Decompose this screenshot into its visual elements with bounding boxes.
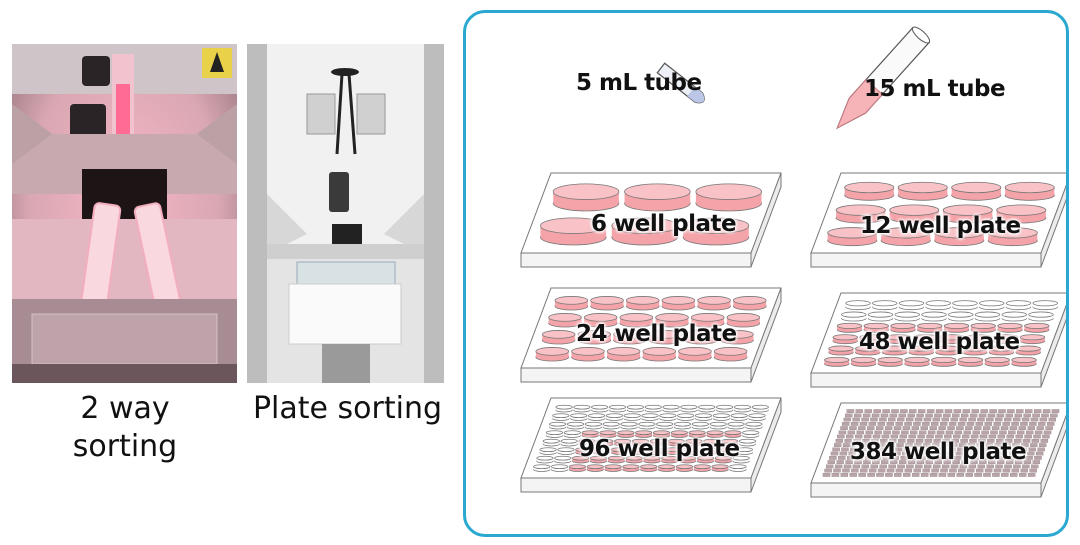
- plate-24-drawing: [520, 287, 782, 383]
- two-way-sorting-photo: [12, 44, 237, 383]
- plate-6-label: 6 well plate: [591, 211, 737, 237]
- sample-format-panel: 5 mL tube 15 mL tube 6 well plate 12 wel…: [463, 10, 1069, 537]
- plate-12-drawing: [810, 172, 1066, 268]
- plate-384-label: 384 well plate: [850, 439, 1027, 465]
- tube-15ml-label: 15 mL tube: [864, 76, 1006, 102]
- sample-format-drawing: [520, 26, 1066, 498]
- tube-5ml-label: 5 mL tube: [576, 70, 702, 96]
- plate-384-drawing: [810, 402, 1066, 498]
- tube-15ml-icon: [836, 26, 931, 130]
- plate-sorting-photo: [247, 44, 444, 383]
- plate-12-label: 12 well plate: [860, 213, 1021, 239]
- plate-48-drawing: [810, 292, 1066, 388]
- plate-6-drawing: [520, 172, 782, 268]
- tube-5ml-icon: [656, 62, 705, 104]
- plate-24-label: 24 well plate: [576, 321, 737, 347]
- plate-sorting-caption: Plate sorting: [252, 391, 443, 426]
- plate-48-label: 48 well plate: [859, 329, 1020, 355]
- two-way-sorting-caption: 2 way sorting: [72, 391, 178, 464]
- plate-96-drawing: [520, 397, 782, 493]
- plate-96-label: 96 well plate: [579, 436, 740, 462]
